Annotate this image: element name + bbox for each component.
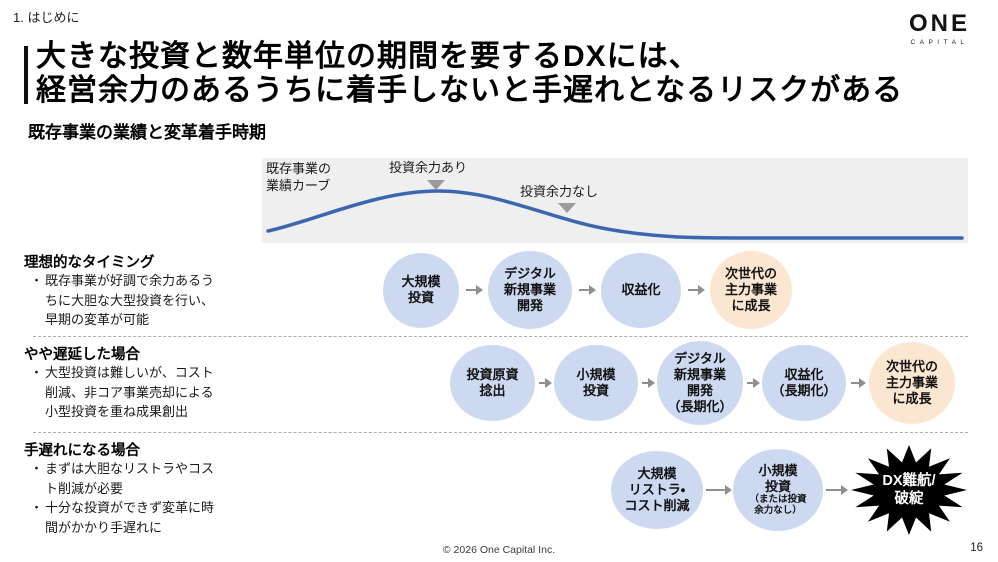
bullet-item: ・ 十分な投資ができず変革に時間がかかり手遅れに	[30, 498, 230, 537]
bullet-marker: ・	[30, 365, 44, 380]
copyright-footer: © 2026 One Capital Inc.	[442, 544, 556, 556]
title-accent-bar	[24, 46, 28, 104]
scenario-1-bullets: ・ 既存事業が好調で余力あるうちに大胆な大型投資を行い、早期の変革が可能	[30, 271, 230, 330]
performance-curve-icon	[266, 189, 964, 240]
flow-step: デジタル 新規事業 開発 （長期化）	[657, 341, 743, 425]
flow-arrow-icon	[688, 285, 705, 295]
curve-label: 既存事業の 業績カーブ	[266, 161, 332, 193]
flow-arrow-icon	[851, 378, 866, 388]
scenario-2-bullets: ・ 大型投資は難しいが、コスト削減、非コア事業売却による小型投資を重ね成果創出	[30, 363, 230, 422]
dx-failure-burst: DX難航/ 破綻	[849, 443, 969, 537]
flow-arrow-icon	[539, 378, 552, 388]
flow-step: 収益化 （長期化）	[762, 345, 846, 421]
scenario-3-bullets: ・ まずは大胆なリストラやコスト削減が必要 ・ 十分な投資ができず変革に時間がか…	[30, 459, 230, 537]
flow-step-sublabel: （または投資 余力なし）	[749, 494, 807, 517]
bullet-text: 既存事業が好調で余力あるうちに大胆な大型投資を行い、早期の変革が可能	[45, 273, 215, 327]
flow-step: 小規模 投資	[554, 345, 638, 421]
logo-subtext: CAPITAL	[910, 39, 969, 46]
scenario-3-heading: 手遅れになる場合	[24, 443, 140, 459]
diagram-subtitle: 既存事業の業績と変革着手時期	[28, 123, 266, 142]
flow-step: 大規模 リストラ・ コスト削減	[611, 451, 703, 529]
logo-wordmark: ONE	[908, 10, 970, 37]
marker-none-triangle-icon	[558, 203, 576, 213]
marker-available-label: 投資余力あり	[389, 160, 468, 175]
bullet-text: まずは大胆なリストラやコスト削減が必要	[45, 461, 215, 496]
flow-arrow-icon	[747, 378, 760, 388]
one-capital-logo: ONE CAPITAL	[908, 10, 970, 47]
scenario-2-heading: やや遅延した場合	[24, 347, 140, 363]
flow-arrow-icon	[706, 485, 732, 495]
bullet-marker: ・	[30, 461, 44, 476]
flow-step-goal: 次世代の 主力事業 に成長	[869, 342, 955, 424]
bullet-item: ・ まずは大胆なリストラやコスト削減が必要	[30, 459, 230, 498]
scenario-3-flow: 大規模 リストラ・ コスト削減 小規模 投資 （または投資 余力なし） DX難航…	[611, 443, 969, 537]
section-label: 1. はじめに	[13, 10, 80, 25]
starburst-icon	[851, 445, 967, 535]
flow-step: 小規模 投資 （または投資 余力なし）	[733, 449, 823, 531]
flow-arrow-icon	[826, 485, 848, 495]
page-title-line1: 大きな投資と数年単位の期間を要するDXには、	[36, 40, 700, 73]
page-number: 16	[970, 542, 983, 554]
row-divider	[33, 336, 968, 337]
flow-step: 投資原資 捻出	[450, 345, 535, 421]
scenario-2-flow: 投資原資 捻出 小規模 投資 デジタル 新規事業 開発 （長期化） 収益化 （長…	[450, 341, 955, 425]
flow-arrow-icon	[579, 285, 596, 295]
scenario-1-flow: 大規模 投資 デジタル 新規事業 開発 収益化 次世代の 主力事業 に成長	[383, 250, 792, 330]
flow-step: デジタル 新規事業 開発	[488, 251, 572, 329]
flow-step: 収益化	[601, 252, 681, 328]
bullet-text: 大型投資は難しいが、コスト削減、非コア事業売却による小型投資を重ね成果創出	[45, 365, 214, 419]
bullet-text: 十分な投資ができず変革に時間がかかり手遅れに	[45, 500, 215, 535]
bullet-item: ・ 既存事業が好調で余力あるうちに大胆な大型投資を行い、早期の変革が可能	[30, 271, 230, 330]
row-divider	[33, 432, 968, 433]
flow-arrow-icon	[642, 378, 655, 388]
flow-step-label: 小規模 投資	[758, 462, 798, 494]
scenario-1-heading: 理想的なタイミング	[24, 255, 155, 271]
marker-available-triangle-icon	[427, 180, 445, 190]
performance-curve-chart: 既存事業の 業績カーブ 投資余力あり 投資余力なし	[262, 158, 968, 243]
marker-none-label: 投資余力なし	[520, 184, 599, 199]
bullet-item: ・ 大型投資は難しいが、コスト削減、非コア事業売却による小型投資を重ね成果創出	[30, 363, 230, 422]
page-title-line2: 経営余力のあるうちに着手しないと手遅れとなるリスクがある	[36, 74, 904, 107]
page-title: 大きな投資と数年単位の期間を要するDXには、経営余力のあるうちに着手しないと手遅…	[36, 40, 903, 108]
burst-label: DX難航/ 破綻	[882, 472, 936, 507]
bullet-marker: ・	[30, 500, 44, 515]
flow-step-goal: 次世代の 主力事業 に成長	[710, 251, 792, 329]
bullet-marker: ・	[30, 273, 44, 288]
flow-arrow-icon	[466, 285, 483, 295]
flow-step: 大規模 投資	[383, 252, 459, 328]
